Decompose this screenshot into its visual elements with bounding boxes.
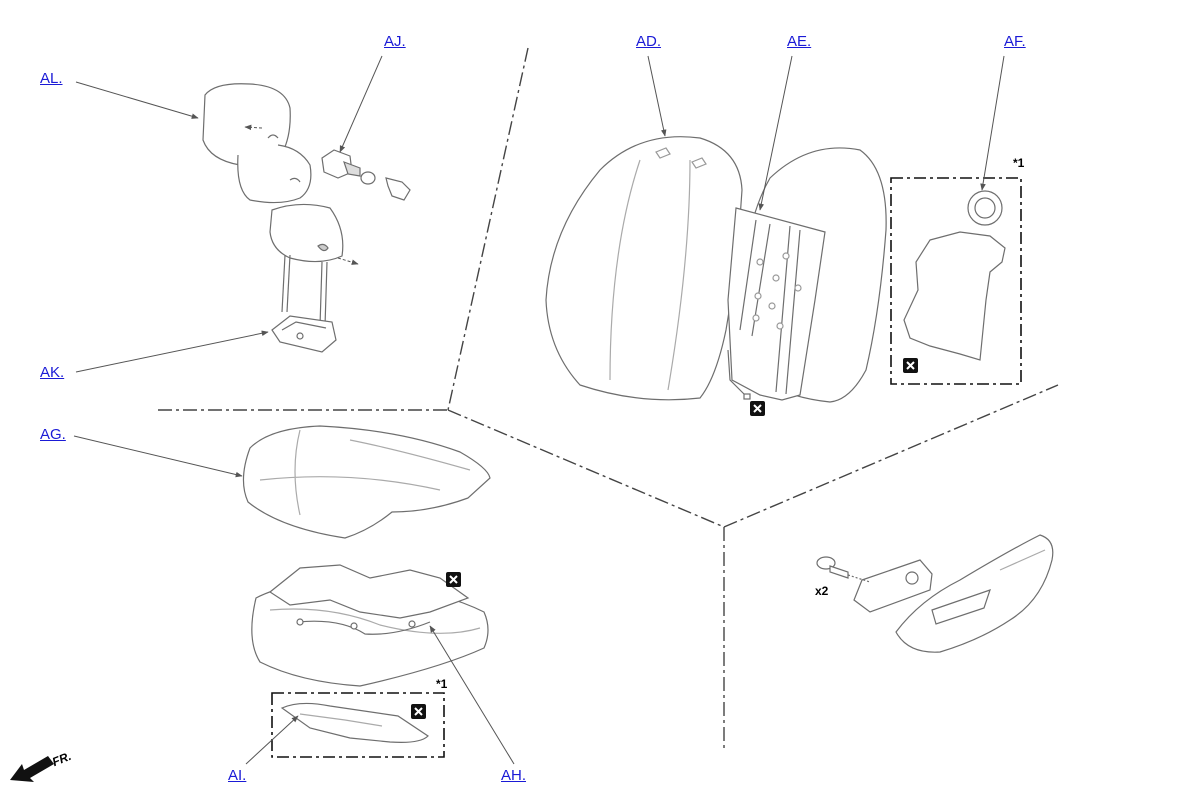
callout-ai[interactable]: AI. [228, 767, 247, 784]
seat-cushion-pad-part [251, 564, 489, 687]
callout-aj[interactable]: AJ. [384, 33, 406, 50]
non-reusable-part-icon [446, 572, 461, 587]
optional-equipment-note-bottom: *1 [436, 677, 448, 691]
leader-lines [73, 55, 1005, 765]
headrest-part [202, 83, 344, 327]
seat-cushion-cover-part [242, 425, 491, 539]
non-reusable-part-icon [750, 401, 765, 416]
seatback-cover-part [545, 136, 743, 401]
optional-equipment-note-top: *1 [1013, 156, 1025, 170]
power-seat-switch-part [853, 559, 933, 613]
callout-ad[interactable]: AD. [636, 33, 662, 50]
quantity-label: x2 [815, 584, 829, 598]
callout-ah[interactable]: AH. [501, 767, 527, 784]
seat-cushion-board-part [280, 702, 429, 743]
screw-part [816, 556, 871, 583]
callout-af[interactable]: AF. [1004, 33, 1026, 50]
front-direction-arrow-icon [10, 756, 54, 782]
optional-part-frame-top [890, 177, 1022, 385]
headrest-support-part [321, 149, 411, 201]
headrest-adjust-arrows [244, 124, 359, 265]
seatback-board-part [903, 190, 1006, 361]
headrest-bracket-part [271, 315, 337, 353]
side-shield-part [895, 534, 1054, 653]
section-dividers [158, 47, 1059, 752]
non-reusable-part-icon [411, 704, 426, 719]
non-reusable-part-icon [903, 358, 918, 373]
callout-ae[interactable]: AE. [787, 33, 812, 50]
callout-ag[interactable]: AG. [40, 426, 66, 443]
callout-al[interactable]: AL. [40, 70, 63, 87]
seatback-pad-part [727, 147, 887, 403]
optional-part-frame-bottom [271, 692, 445, 758]
callout-ak[interactable]: AK. [40, 364, 65, 381]
